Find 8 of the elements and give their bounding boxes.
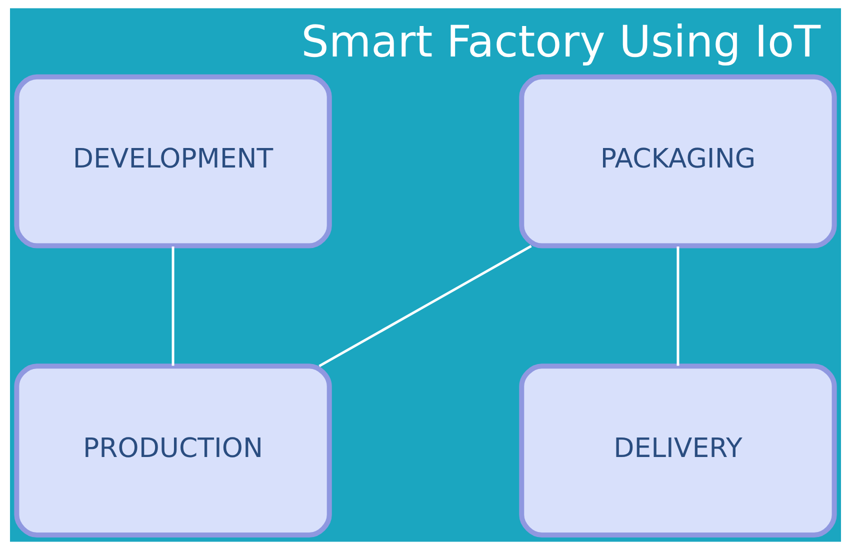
connector [318,244,532,368]
node-box: PRODUCTION [14,364,332,538]
diagram-title: Smart Factory Using IoT [300,17,820,68]
node-box: DELIVERY [518,364,836,538]
node-box: PACKAGING [518,74,836,248]
node-box: DEVELOPMENT [14,74,332,248]
connector [676,246,679,366]
connector [171,246,174,366]
